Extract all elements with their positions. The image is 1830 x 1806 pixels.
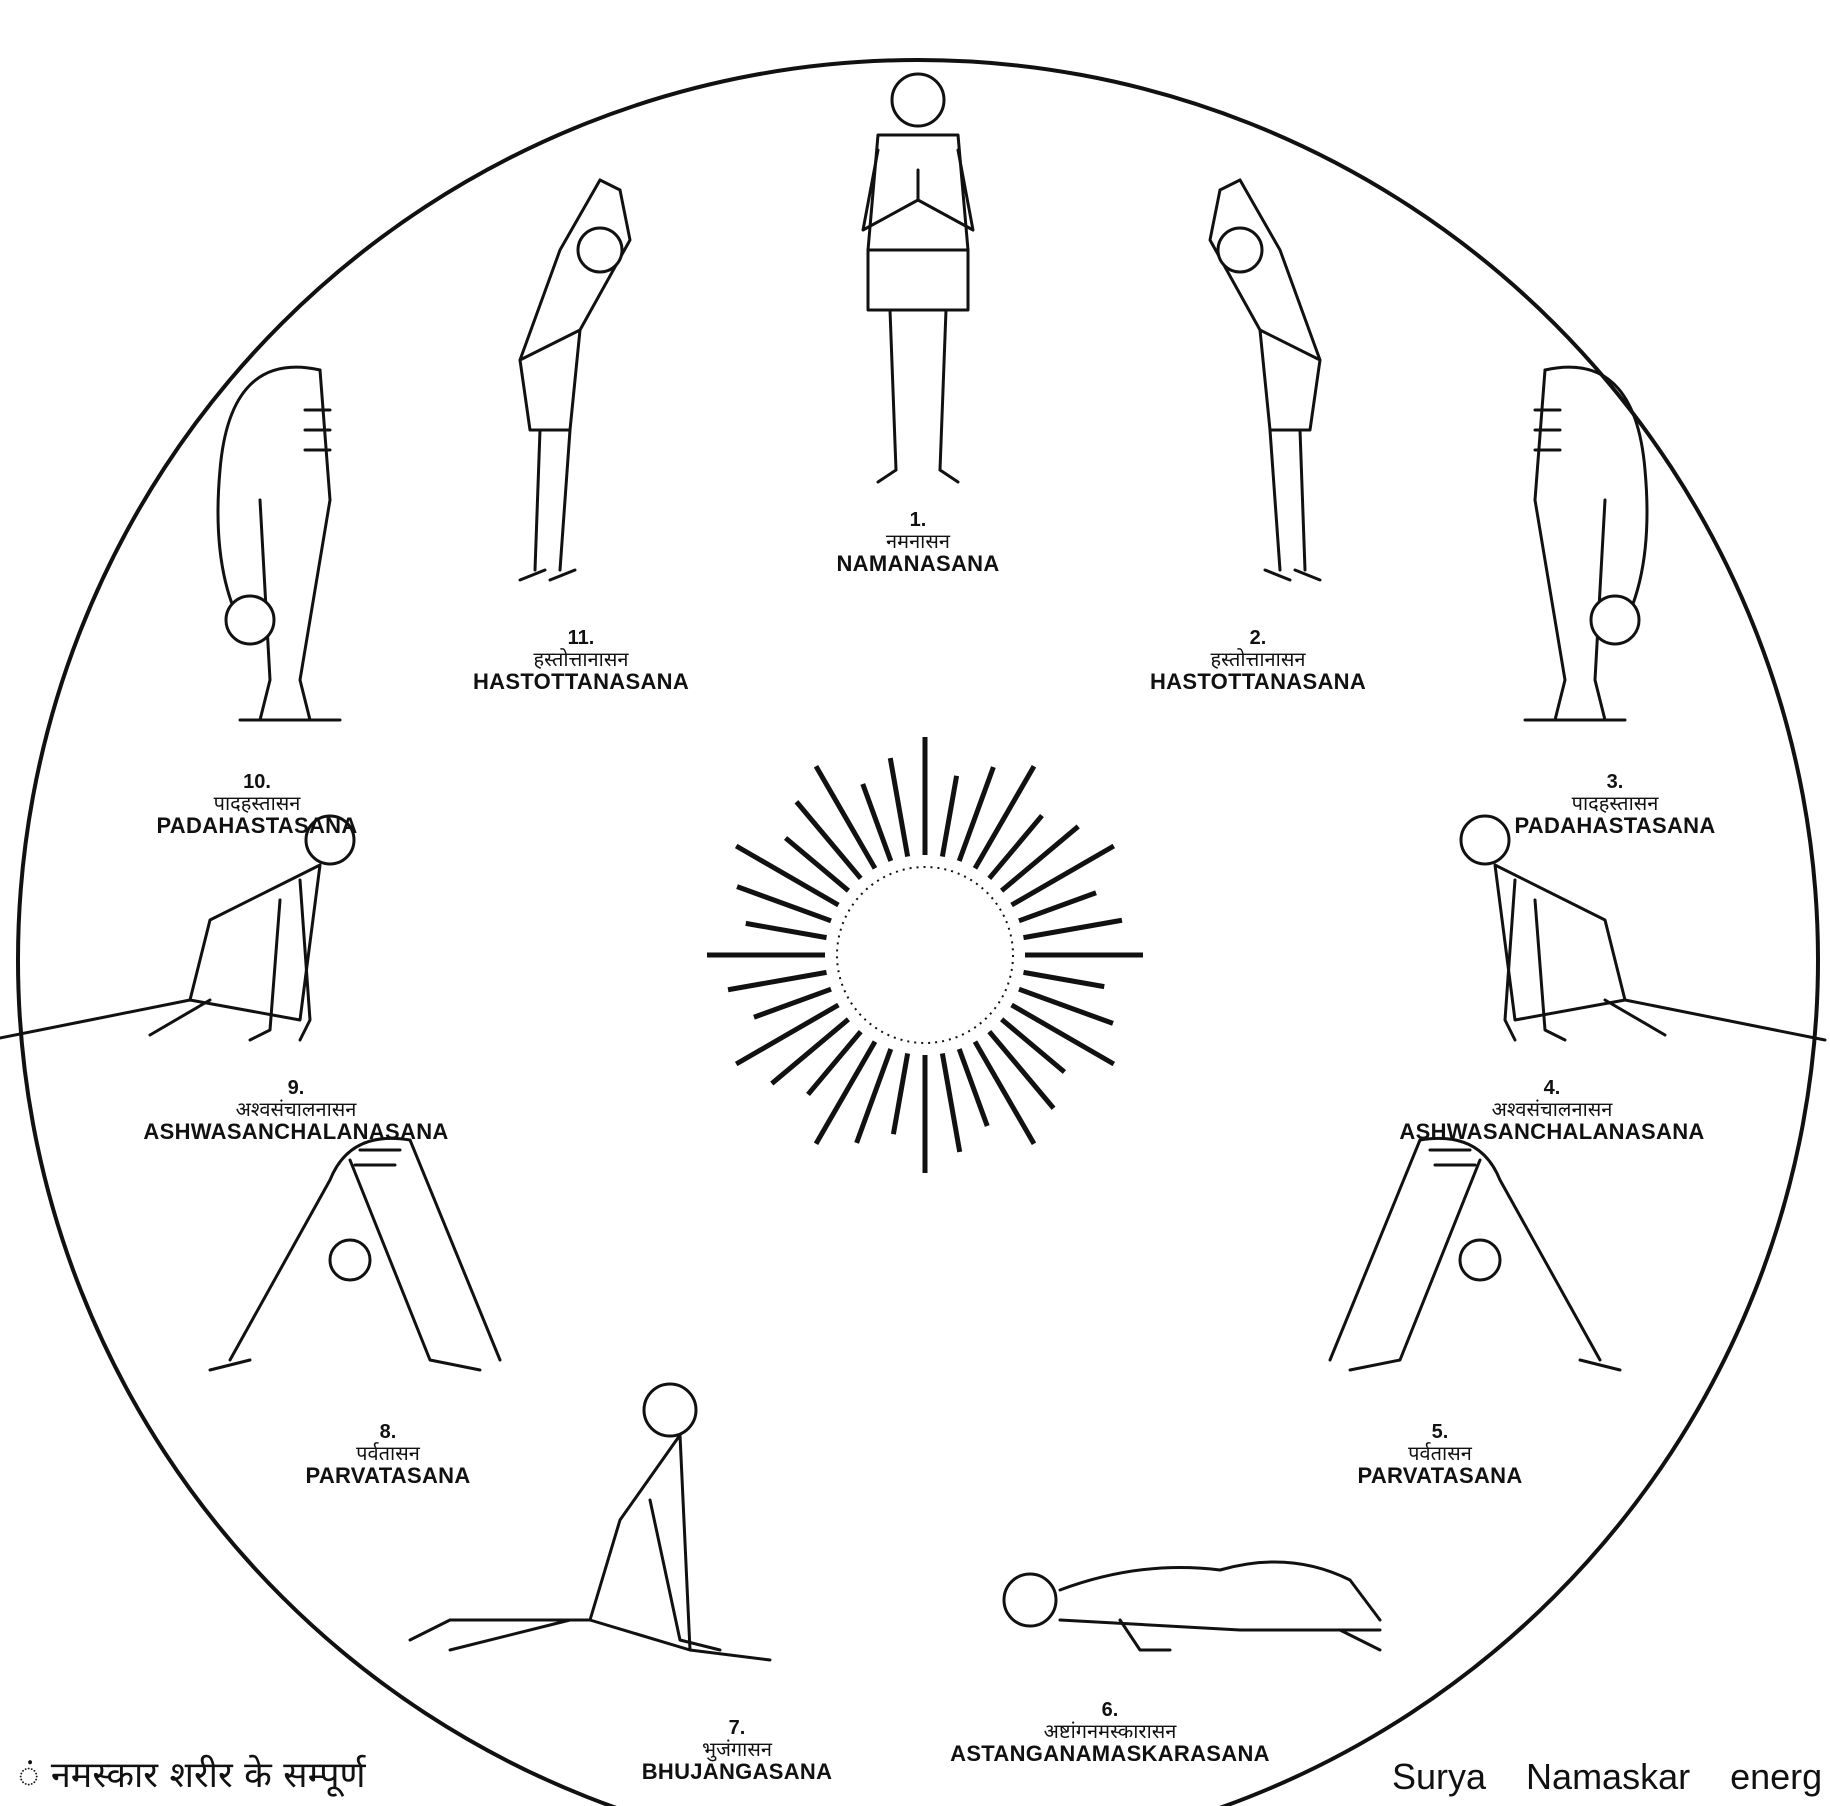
bottom-text-hindi: ं नमस्कार शरीर के सम्पूर्ण — [18, 1755, 366, 1796]
sun-ray — [770, 1017, 851, 1086]
pose-name-english: BHUJANGASANA — [641, 1759, 833, 1784]
pose-caption-6: 6. अष्टांगनमस्कारासन ASTANGANAMASKARASAN… — [950, 1699, 1270, 1766]
pose-name-english: PADAHASTASANA — [1514, 813, 1716, 838]
pose-name-english: HASTOTTANASANA — [472, 669, 690, 694]
sun-ray — [860, 783, 894, 862]
pose-caption-5: 5. पर्वतासन PARVATASANA — [1357, 1421, 1523, 1488]
sun-ray — [987, 1029, 1056, 1110]
sun-ray — [956, 1048, 990, 1127]
sun-ray — [783, 836, 851, 893]
sun-ray — [999, 1017, 1067, 1074]
sun-ray — [1018, 890, 1097, 924]
bottom-text-english: Surya Namaskar energ — [1392, 1756, 1823, 1797]
pose-name-hindi: पर्वतासन — [1408, 1441, 1472, 1465]
sun-ray — [745, 920, 827, 941]
pose-figure-cobra — [408, 1382, 772, 1662]
sun-ray — [972, 764, 1037, 870]
pose-number: 7. — [728, 1717, 746, 1739]
sun-ray — [987, 813, 1044, 881]
pose-figures — [0, 72, 1827, 1662]
sun-ray — [1023, 917, 1123, 941]
pose-caption-3: 3. पादहस्तासन PADAHASTASANA — [1514, 771, 1716, 838]
pose-name-english: PADAHASTASANA — [156, 813, 358, 838]
sun-ray — [734, 843, 840, 908]
pose-figure-lunge — [1459, 814, 1827, 1042]
pose-number: 1. — [909, 509, 927, 531]
outer-circle — [16, 58, 1820, 1806]
pose-figure-forward-fold — [216, 365, 342, 722]
sun-ray — [727, 969, 827, 993]
pose-caption-2: 2. हस्तोत्तानासन HASTOTTANASANA — [1149, 627, 1367, 694]
pose-number: 11. — [567, 627, 595, 649]
sun-ray — [806, 1029, 863, 1097]
pose-caption-1: 1. नमनासन NAMANASANA — [836, 509, 1000, 576]
pose-name-english: ASHWASANCHALANASANA — [1399, 1119, 1705, 1144]
pose-name-english: NAMANASANA — [836, 551, 1000, 576]
sun-ray — [972, 1040, 1037, 1146]
pose-name-hindi: भुजंगासन — [702, 1737, 772, 1761]
pose-name-hindi: हस्तोत्तानासन — [1210, 647, 1306, 671]
pose-caption-9: 9. अश्वसंचालनासन ASHWASANCHALANASANA — [143, 1077, 449, 1144]
pose-number: 3. — [1606, 771, 1624, 793]
pose-number: 6. — [1101, 1699, 1119, 1721]
pose-figure-forward-fold — [1523, 365, 1649, 722]
pose-number: 2. — [1249, 627, 1267, 649]
sun-ray — [1018, 986, 1114, 1026]
sun-ray — [1023, 969, 1105, 990]
pose-name-english: ASTANGANAMASKARASANA — [950, 1741, 1270, 1766]
pose-figure-eight-limbs — [1002, 1560, 1382, 1652]
pose-caption-11: 11. हस्तोत्तानासन HASTOTTANASANA — [472, 627, 690, 694]
pose-name-hindi: पर्वतासन — [356, 1441, 420, 1465]
sun-ray — [813, 1040, 878, 1146]
pose-name-english: HASTOTTANASANA — [1149, 669, 1367, 694]
sun-icon — [707, 737, 1143, 1173]
pose-figure-mountain — [1328, 1136, 1622, 1372]
pose-name-english: PARVATASANA — [1357, 1463, 1523, 1488]
pose-figure-mountain — [208, 1136, 502, 1372]
pose-number: 9. — [287, 1077, 305, 1099]
sun-ray — [956, 766, 996, 862]
pose-name-hindi: नमनासन — [886, 529, 950, 553]
pose-number: 4. — [1543, 1077, 1561, 1099]
pose-number: 5. — [1431, 1421, 1449, 1443]
sun-ray — [999, 824, 1080, 893]
pose-name-english: PARVATASANA — [305, 1463, 471, 1488]
pose-caption-7: 7. भुजंगासन BHUJANGASANA — [641, 1717, 833, 1784]
pose-figure-lunge — [0, 814, 356, 1042]
pose-name-hindi: अश्वसंचालनासन — [235, 1097, 357, 1121]
pose-number: 10. — [243, 771, 271, 793]
sun-ray — [813, 764, 878, 870]
pose-number: 8. — [379, 1421, 397, 1443]
pose-figure-standing-prayer — [861, 72, 975, 484]
sun-ray — [939, 775, 960, 857]
pose-name-hindi: अश्वसंचालनासन — [1491, 1097, 1613, 1121]
sun-ray — [890, 1053, 911, 1135]
pose-name-hindi: पादहस्तासन — [213, 791, 301, 815]
sun-ray — [939, 1053, 963, 1153]
pose-caption-8: 8. पर्वतासन PARVATASANA — [305, 1421, 471, 1488]
pose-name-hindi: पादहस्तासन — [1571, 791, 1659, 815]
pose-figure-backbend — [1208, 178, 1322, 582]
sun-ray — [734, 1002, 840, 1067]
pose-caption-4: 4. अश्वसंचालनासन ASHWASANCHALANASANA — [1399, 1077, 1705, 1144]
pose-caption-10: 10. पादहस्तासन PADAHASTASANA — [156, 771, 358, 838]
sun-ray — [1010, 1002, 1116, 1067]
sun-ray — [753, 986, 832, 1020]
sun-disc — [836, 866, 1014, 1044]
sun-ray — [794, 800, 863, 881]
pose-name-hindi: अष्टांगनमस्कारासन — [1043, 1719, 1177, 1743]
pose-name-hindi: हस्तोत्तानासन — [533, 647, 629, 671]
sun-ray — [1010, 843, 1116, 908]
pose-name-english: ASHWASANCHALANASANA — [143, 1119, 449, 1144]
sun-ray — [887, 757, 911, 857]
pose-figure-backbend — [518, 178, 632, 582]
sun-ray — [854, 1048, 894, 1144]
sun-ray — [736, 884, 832, 924]
